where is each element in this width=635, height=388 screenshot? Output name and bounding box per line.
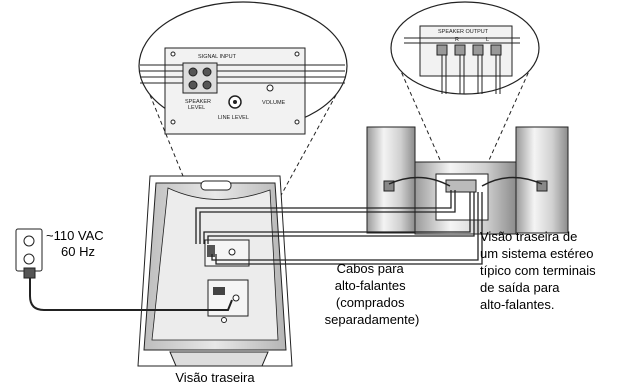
left-speaker [366,126,416,234]
signal-input-terminal-block [182,62,218,94]
speaker-output-label: SPEAKER OUTPUT [438,29,489,35]
speaker-level-label: SPEAKER LEVEL [185,99,213,111]
stereo-label: Visão traseira de um sistema estéreo típ… [480,229,599,312]
speaker-level-line-1: SPEAKER [185,99,211,105]
stereo-label-line-2: um sistema estéreo [480,246,593,261]
speaker-cables [195,190,483,265]
cables-label-line-1: Cabos para [337,261,405,276]
stereo-label-line-5: alto-falantes. [480,297,554,312]
stereo-label-line-1: Visão traseira de [480,229,577,244]
volume-label: VOLUME [262,100,286,106]
cables-label-line-3: (comprados [336,295,405,310]
signal-input-label: SIGNAL INPUT [198,54,237,60]
power-label-line-1: ~110 VAC [46,228,104,243]
speaker-output-zoom: SPEAKER OUTPUT R L [390,1,540,179]
subwoofer-label: Visão traseira [175,370,255,385]
stereo-label-line-4: de saída para [480,280,560,295]
stereo-label-line-3: típico com terminais [480,263,596,278]
cables-label-line-4: separadamente) [325,312,420,327]
stereo-system [366,126,569,235]
power-label-line-2: 60 Hz [61,244,95,259]
right-speaker [515,126,569,234]
subwoofer [137,175,293,367]
power-cord [29,278,233,311]
speaker-level-line-2: LEVEL [188,105,205,111]
signal-input-zoom: SIGNAL INPUT SPEAKER LEVEL LINE LEVEL VO… [138,1,348,231]
line-level-label: LINE LEVEL [218,115,249,121]
output-l-label: L [486,37,489,43]
wall-outlet [15,228,43,279]
output-r-label: R [455,37,459,43]
power-label: ~110 VAC 60 Hz [46,228,107,259]
cables-label-line-2: alto-falantes [335,278,406,293]
cables-label: Cabos para alto-falantes (comprados sepa… [325,261,420,327]
volume-knob [266,84,274,92]
